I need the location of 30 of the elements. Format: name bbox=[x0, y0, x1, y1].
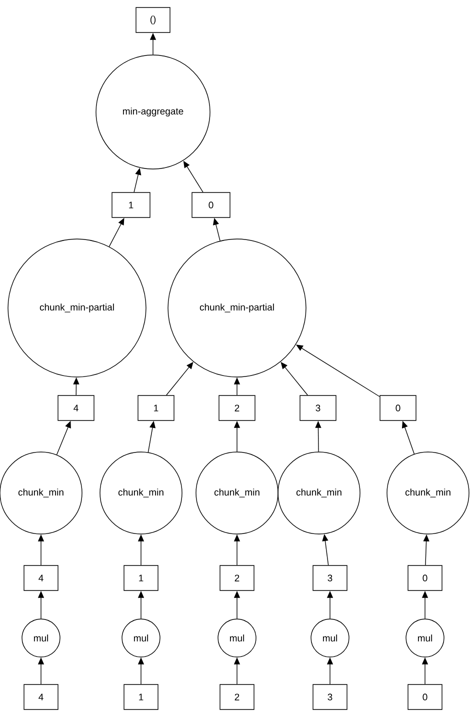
circle-node: mul bbox=[310, 618, 350, 658]
box-node: 4 bbox=[24, 684, 58, 710]
circle-node: mul bbox=[218, 618, 256, 658]
box-node: () bbox=[136, 7, 170, 33]
box-node: 2 bbox=[220, 565, 254, 591]
circle-node: chunk_min bbox=[196, 452, 278, 534]
circle-node: mul bbox=[122, 618, 160, 658]
box-node: 0 bbox=[408, 684, 442, 710]
circle-node: chunk_min bbox=[100, 452, 182, 534]
circle-node: mul bbox=[22, 618, 60, 658]
box-node: 1 bbox=[124, 565, 158, 591]
box-node: 1 bbox=[124, 684, 158, 710]
box-node: 1 bbox=[138, 395, 174, 421]
circle-node: chunk_min-partial bbox=[168, 238, 306, 378]
box-node: 0 bbox=[380, 395, 416, 421]
circle-node: chunk_min bbox=[386, 452, 470, 534]
circle-node: mul bbox=[406, 618, 444, 658]
circle-node: chunk_min-partial bbox=[8, 238, 146, 378]
circle-node: chunk_min bbox=[278, 452, 360, 534]
box-node: 4 bbox=[24, 565, 58, 591]
box-node: 3 bbox=[312, 684, 348, 710]
box-node: 0 bbox=[192, 192, 230, 218]
box-node: 2 bbox=[220, 684, 254, 710]
box-node: 0 bbox=[408, 565, 442, 591]
box-node: 4 bbox=[58, 395, 94, 421]
box-node: 2 bbox=[218, 395, 256, 421]
box-node: 3 bbox=[300, 395, 336, 421]
box-node: 1 bbox=[112, 192, 150, 218]
box-node: 3 bbox=[312, 565, 348, 591]
circle-node: min-aggregate bbox=[96, 54, 210, 170]
